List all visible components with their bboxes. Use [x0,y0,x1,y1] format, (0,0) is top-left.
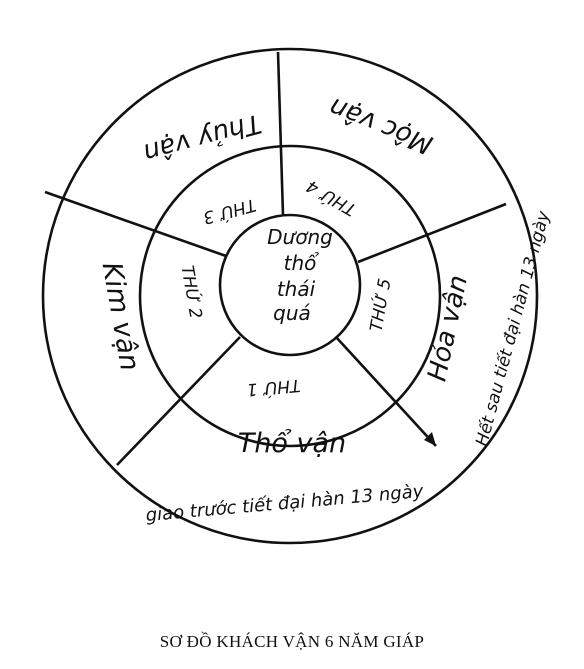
label-thuy-van: Thủy vận [140,108,264,168]
divider-kim-tho [116,336,241,466]
label-thu-2: THỨ 2 [176,264,207,321]
label-tho-van: Thổ vận [238,428,346,459]
five-phase-wheel-diagram: Dương thổ thái quá Thủy vận Mộc vận Kim … [41,47,554,545]
label-hoa-van: Hỏa vận [422,273,474,384]
center-line-3: thái [277,277,316,301]
label-thu-4: THỨ 4 [302,175,359,221]
divider-moc-thuy [276,51,285,216]
note-hoa-van: Hết sau tiết đại hàn 13 ngày [471,208,554,449]
center-line-2: thổ [284,251,320,275]
label-thu-5: THỨ 5 [365,277,396,334]
center-ring [218,213,362,357]
middle-ring [138,144,442,448]
note-tho-van: giao trước tiết đại hàn 13 ngày [145,481,425,526]
label-thu-1: THỨ 1 [246,375,301,402]
arrow-head-icon [424,432,436,446]
label-kim-van: Kim vận [96,260,146,373]
label-thu-3: THỨ 3 [201,194,259,229]
label-moc-van: Mộc vận [325,91,437,160]
divider-thuy-kim [44,190,227,258]
divider-tho-hoa [335,336,437,447]
divider-moc-hoa [357,202,507,264]
center-line-1: Dương [267,225,333,249]
center-line-4: quá [273,301,311,325]
diagram-caption: SƠ ĐỒ KHÁCH VẬN 6 NĂM GIÁP [159,632,425,651]
outer-ring [41,47,539,545]
